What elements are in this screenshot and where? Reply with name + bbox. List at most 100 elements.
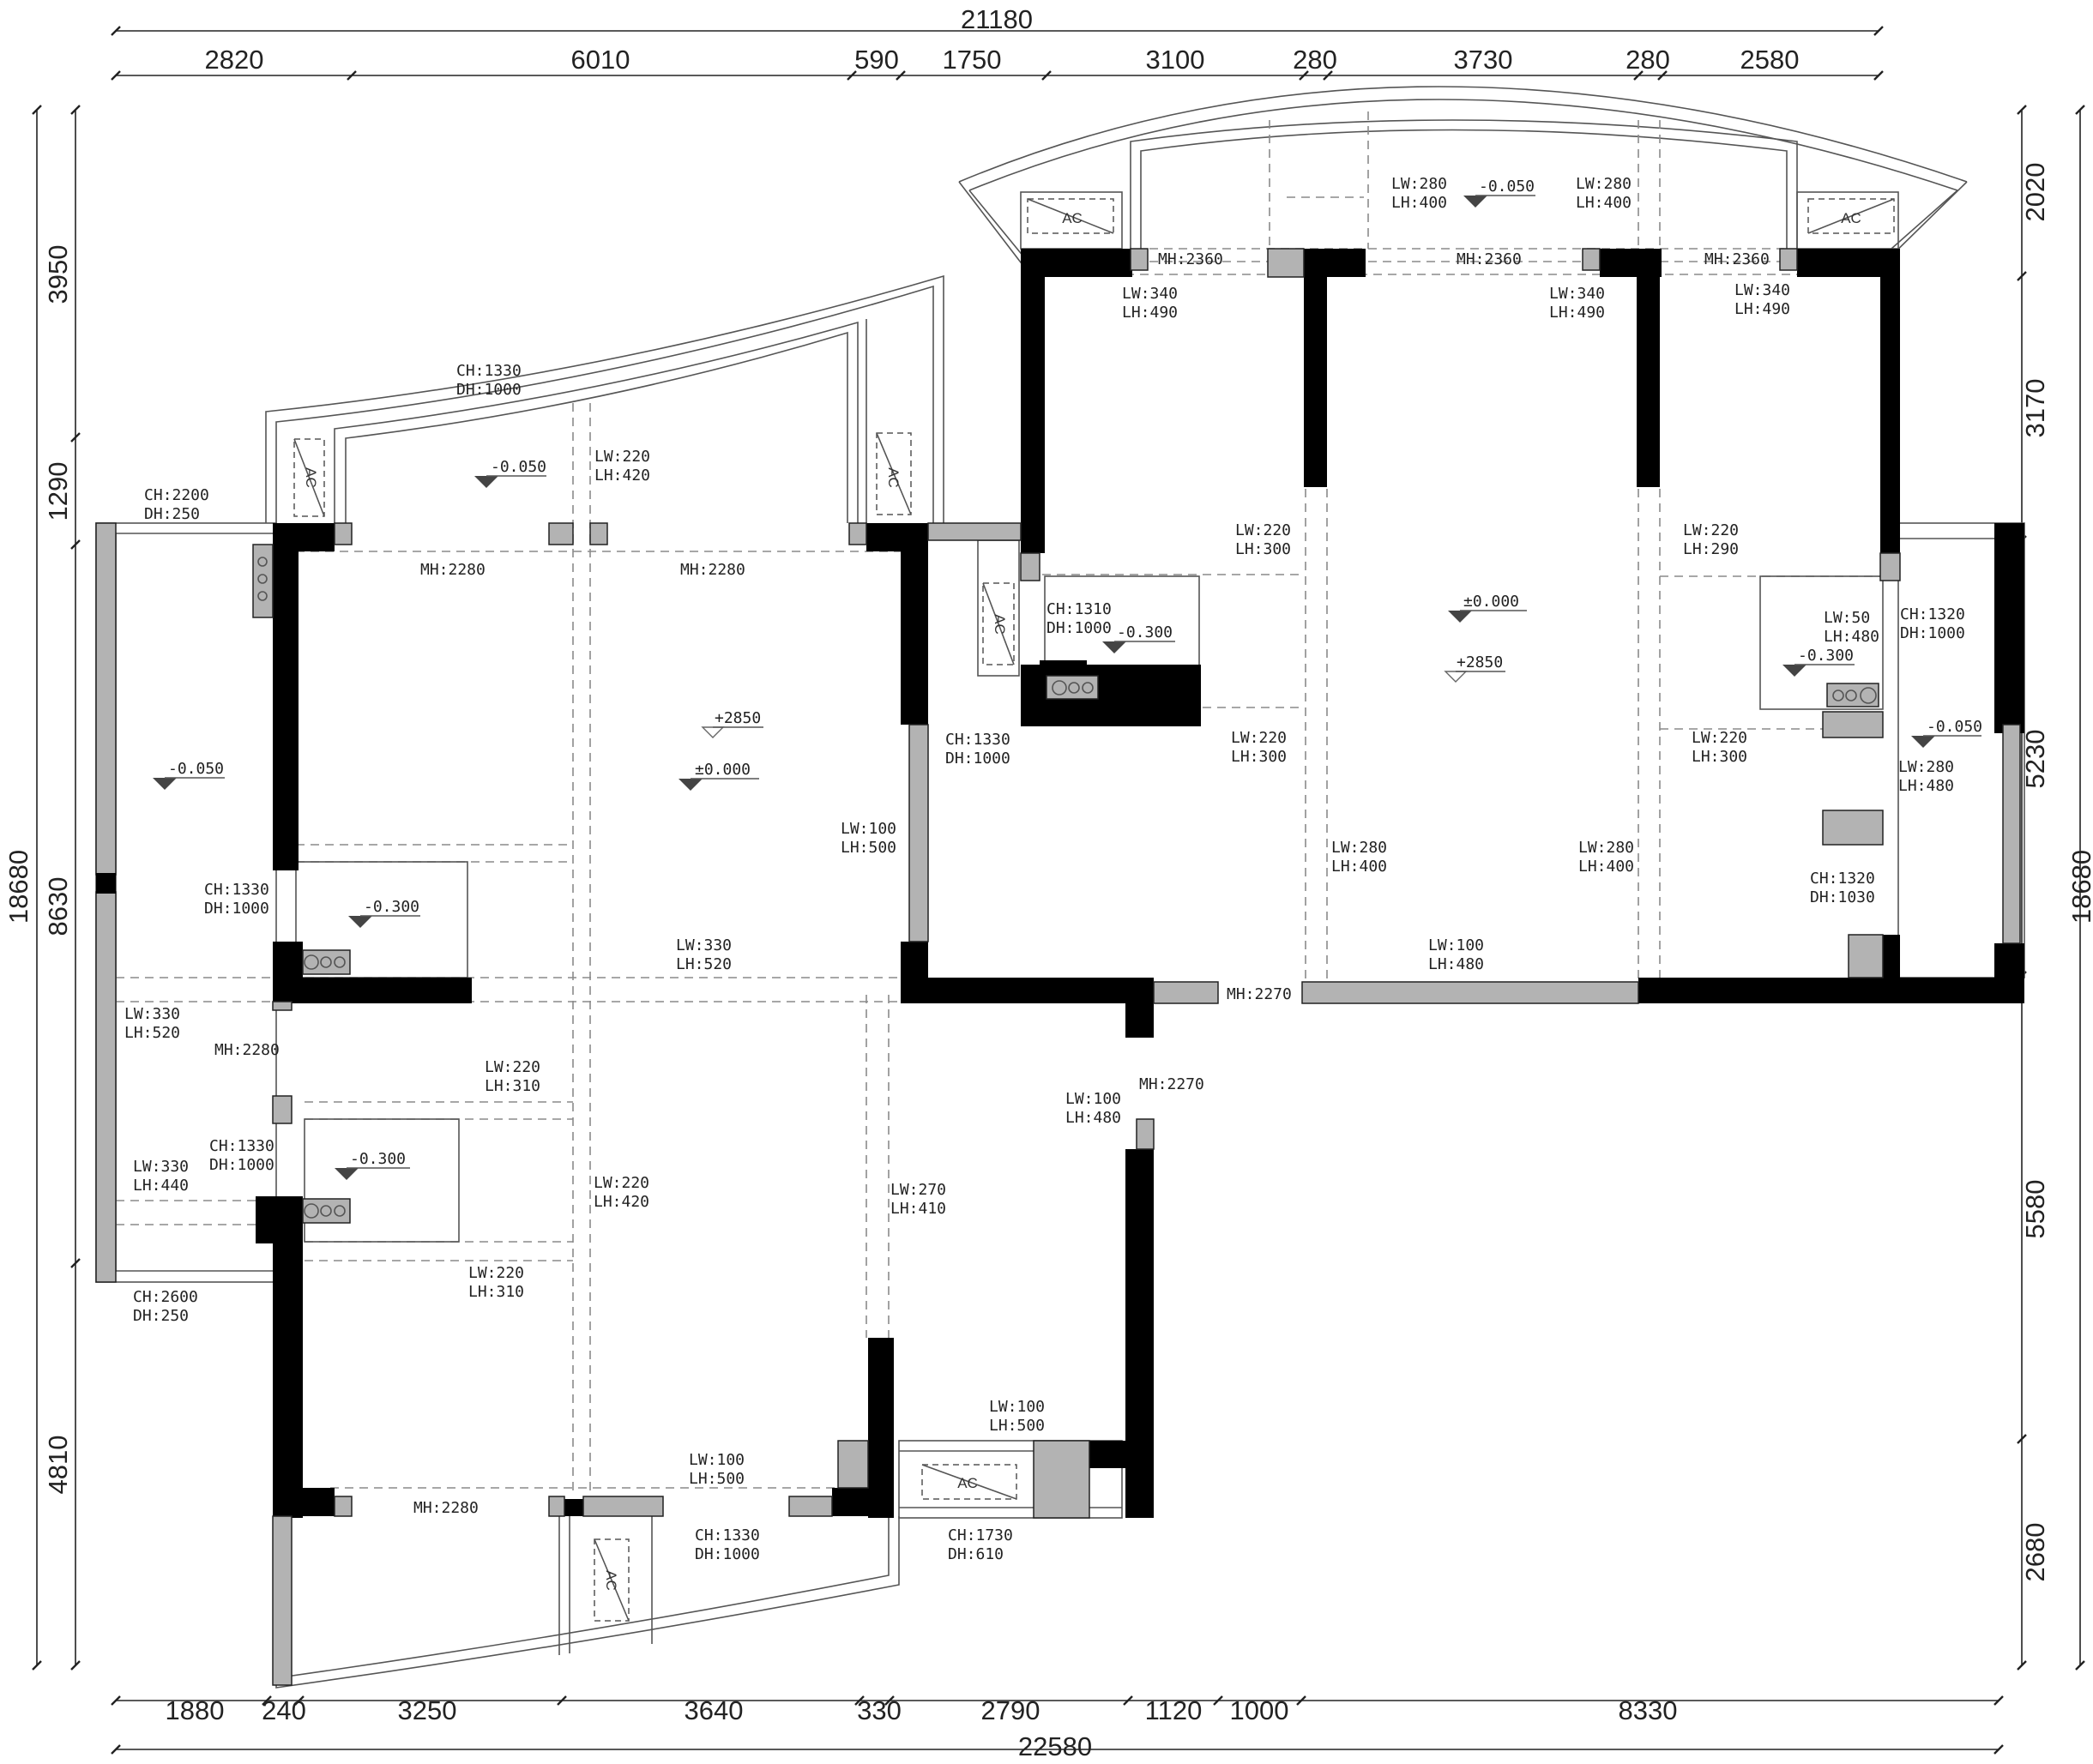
bottom-seg-2: 240: [262, 1695, 306, 1725]
ac-label-top-left: AC: [1062, 210, 1083, 226]
right-dimensions: 2020 3170 5230 5580 2680 18680: [2017, 105, 2093, 1671]
top-seg-3: 590: [854, 45, 899, 75]
level-marker: -0.300: [1102, 623, 1175, 653]
bottom-seg-9: 8330: [1619, 1695, 1678, 1725]
top-dimensions: 21180 2820 6010 590 1750 3100 280 3730 2…: [111, 4, 1884, 81]
walls: [256, 249, 2024, 1518]
annotation: MH:2280: [413, 1499, 479, 1517]
right-seg-5: 2680: [2020, 1523, 2050, 1582]
ac-label-kitchen: AC: [992, 614, 1008, 635]
top-seg-4: 1750: [943, 45, 1002, 75]
top-seg-5: 3100: [1146, 45, 1205, 75]
top-seg-6: 280: [1293, 45, 1337, 75]
beam-lines: [116, 111, 1887, 1492]
top-seg-8: 280: [1626, 45, 1670, 75]
top-seg-2: 6010: [571, 45, 630, 75]
level-bath-a: -0.300: [364, 898, 419, 916]
level-marker: -0.300: [348, 898, 420, 928]
bottom-seg-6: 2790: [981, 1695, 1040, 1725]
ac-units: AC AC AC AC AC AC AC: [293, 198, 1895, 1622]
right-seg-2: 3170: [2020, 379, 2050, 438]
annotation: MH:2360: [1457, 250, 1522, 268]
bottom-total-dim: 22580: [1018, 1731, 1092, 1761]
bottom-seg-5: 330: [857, 1695, 902, 1725]
annotation: MH:2270: [1227, 985, 1292, 1003]
right-seg-4: 5580: [2020, 1180, 2050, 1239]
level-marker: +2850: [1444, 653, 1505, 683]
top-seg-1: 2820: [205, 45, 264, 75]
bottom-seg-4: 3640: [685, 1695, 744, 1725]
annotation: MH:2280: [214, 1041, 280, 1059]
ac-label-bottom-balcony: AC: [603, 1570, 619, 1591]
ac-label-living-balcony: AC: [885, 467, 902, 488]
right-total-dim: 18680: [2066, 850, 2093, 924]
left-seg-3: 8630: [43, 877, 73, 936]
annotation: MH:2280: [680, 561, 745, 579]
top-seg-9: 2580: [1740, 45, 1800, 75]
top-total-dim: 21180: [961, 4, 1033, 34]
level-living-ceiling: +2850: [715, 709, 761, 727]
left-seg-1: 3950: [43, 245, 73, 304]
bottom-seg-7: 1120: [1145, 1695, 1203, 1725]
level-bath-d: -0.300: [1798, 647, 1854, 665]
left-dimensions: 18680 3950 1290 8630 4810: [3, 105, 81, 1671]
level-marker: -0.300: [1782, 647, 1855, 677]
ac-label-bottom-kitchen: AC: [957, 1475, 978, 1491]
fixture-circles: [257, 557, 1879, 1224]
annotation: MH:2360: [1158, 250, 1223, 268]
left-total-dim: 18680: [3, 850, 33, 924]
level-marker: -0.050: [1463, 178, 1535, 208]
bottom-dimensions: 1880 240 3250 3640 330 2790 1120 1000 83…: [111, 1695, 2004, 1761]
level-bath-c: -0.300: [1117, 623, 1173, 641]
left-seg-2: 1290: [43, 462, 73, 521]
level-main-ceiling: +2850: [1457, 653, 1503, 671]
level-left-top-balcony: -0.050: [491, 458, 546, 476]
level-marker: -0.050: [153, 760, 225, 790]
level-marker: ±0.000: [1448, 593, 1527, 623]
gray-elements: [95, 248, 2021, 1686]
bottom-seg-3: 3250: [398, 1695, 457, 1725]
level-marker: -0.300: [335, 1150, 410, 1180]
level-marker: ±0.000: [679, 761, 759, 791]
top-seg-7: 3730: [1454, 45, 1513, 75]
annotation: MH:2270: [1139, 1075, 1204, 1093]
level-top-balcony: -0.050: [1479, 178, 1535, 196]
bottom-seg-1: 1880: [166, 1695, 225, 1725]
level-main: ±0.000: [1463, 593, 1519, 611]
level-bath-b: -0.300: [350, 1150, 406, 1168]
ac-label-left-balcony: AC: [303, 467, 319, 488]
annotation: MH:2280: [420, 561, 486, 579]
level-markers: -0.050 -0.050 -0.050 ±0.000 +2850 ±0.000: [153, 178, 1982, 1180]
level-marker: +2850: [701, 709, 763, 738]
right-seg-3: 5230: [2020, 730, 2050, 789]
